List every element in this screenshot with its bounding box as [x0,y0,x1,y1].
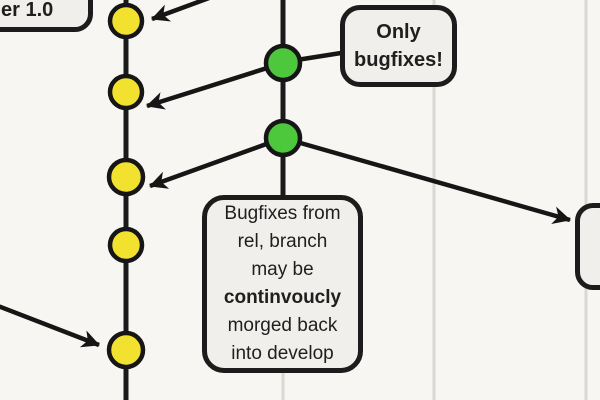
right-edge-box [575,203,600,290]
release-commit-node-3 [106,157,146,197]
bugfix-note-callout: Bugfixes from rel, branch may be continv… [202,195,363,373]
only-bugfixes-line-2: bugfixes! [354,49,443,71]
bugfix-note-line-6: into develop [231,343,334,364]
release-commit-node-2 [107,73,145,111]
bugfix-note-line-2: rel, branch [237,231,328,252]
version-tag-box: er 1.0 [0,0,93,32]
develop-commit-node-2 [263,118,303,158]
only-bugfixes-line-1: Only [376,21,421,43]
bugfix-note-line-4-bold: continvoucly [223,287,342,308]
bugfix-note-line-5: morged back [227,315,338,336]
merge-arrow-5 [0,304,100,348]
merge-arrow-1 [151,0,211,22]
release-commit-node-1 [107,2,145,40]
bugfix-note-line-3: may be [251,259,314,280]
release-commit-node-5 [106,330,146,370]
bugfix-note-line-1: Bugfixes from [224,203,341,224]
develop-commit-node-1 [263,43,303,83]
release-commit-node-4 [107,226,145,264]
only-bugfixes-callout: Only bugfixes! [340,5,457,87]
version-tag-label: er 1.0 [1,0,54,21]
merge-arrow-3 [149,135,284,189]
merge-arrow-2 [146,60,284,110]
merge-arrow-4 [282,135,571,224]
